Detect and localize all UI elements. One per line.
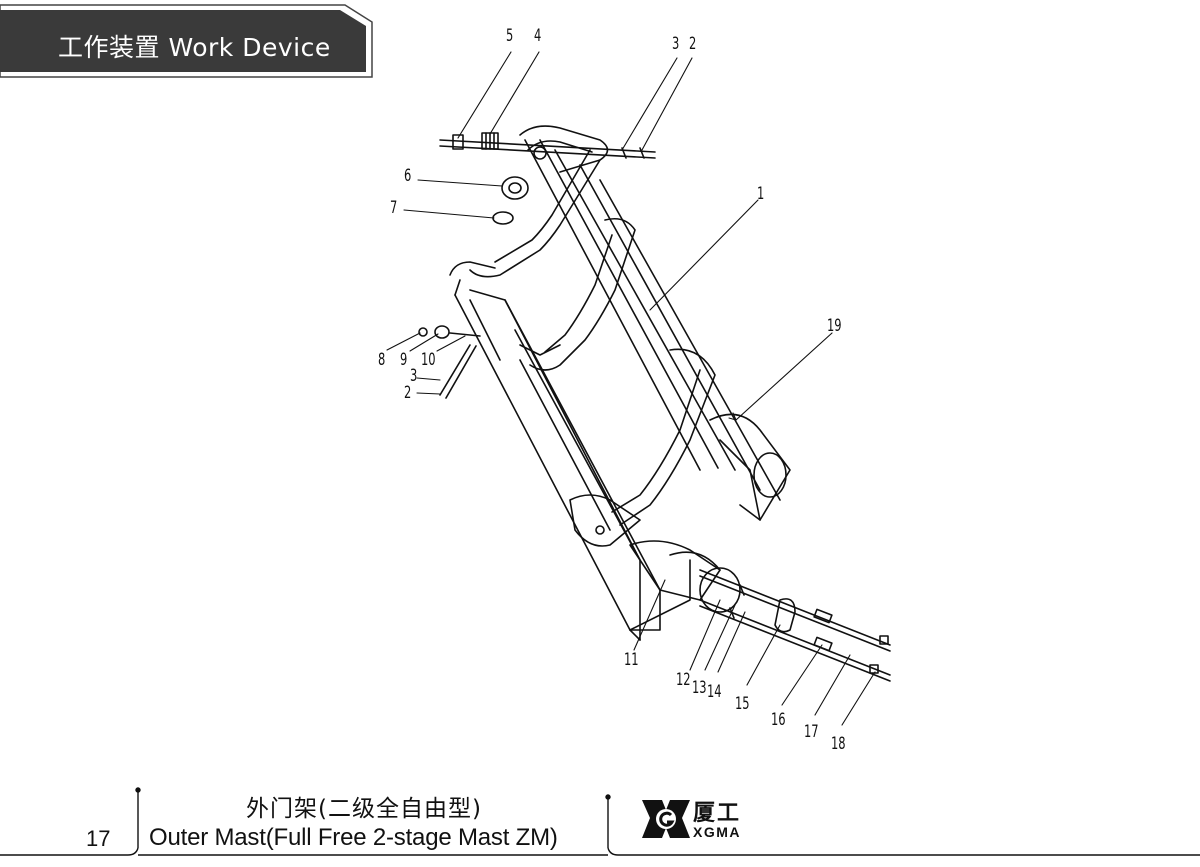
callout-14: 14 bbox=[707, 682, 722, 702]
callout-2: 2 bbox=[689, 34, 697, 54]
lower-shafts bbox=[699, 569, 891, 682]
middle-crossbeam bbox=[519, 217, 636, 371]
callout-12: 12 bbox=[676, 670, 691, 690]
callout-9: 9 bbox=[400, 350, 408, 370]
header-banner bbox=[0, 4, 373, 78]
callout-16: 16 bbox=[771, 710, 786, 730]
logo-text-english: XGMA bbox=[693, 824, 741, 840]
callout-6: 6 bbox=[404, 166, 412, 186]
side-fasteners bbox=[418, 325, 481, 399]
callout-19: 19 bbox=[827, 316, 842, 336]
drawing-title-english: Outer Mast(Full Free 2-stage Mast ZM) bbox=[149, 824, 558, 851]
leader-lines bbox=[386, 51, 876, 726]
callout-10: 10 bbox=[421, 350, 436, 370]
callout-11: 11 bbox=[624, 650, 639, 670]
drawing-title-chinese: 外门架(二级全自由型) bbox=[246, 796, 482, 822]
exploded-parts-diagram bbox=[386, 51, 891, 726]
callout-17: 17 bbox=[804, 722, 819, 742]
roller-parts bbox=[492, 176, 529, 225]
logo-text-chinese: 厦工 bbox=[693, 801, 742, 826]
callout-15: 15 bbox=[735, 694, 750, 714]
callout-18: 18 bbox=[831, 734, 846, 754]
callout-5: 5 bbox=[506, 26, 514, 46]
callout-7: 7 bbox=[390, 198, 398, 218]
bottom-bracket bbox=[629, 413, 791, 631]
callout-2b: 2 bbox=[404, 383, 412, 403]
callout-3b: 3 bbox=[410, 366, 418, 386]
callout-3: 3 bbox=[672, 34, 680, 54]
outer-mast-body bbox=[454, 279, 691, 641]
page-number: 17 bbox=[86, 826, 111, 851]
xgma-logo-icon bbox=[642, 800, 690, 838]
lower-crossbeam bbox=[569, 348, 716, 547]
callout-8: 8 bbox=[378, 350, 386, 370]
callout-1: 1 bbox=[757, 184, 765, 204]
callout-13: 13 bbox=[692, 678, 707, 698]
callout-4: 4 bbox=[534, 26, 542, 46]
title-block-frame bbox=[0, 787, 1200, 856]
page-section-title: 工作装置 Work Device bbox=[58, 33, 331, 62]
